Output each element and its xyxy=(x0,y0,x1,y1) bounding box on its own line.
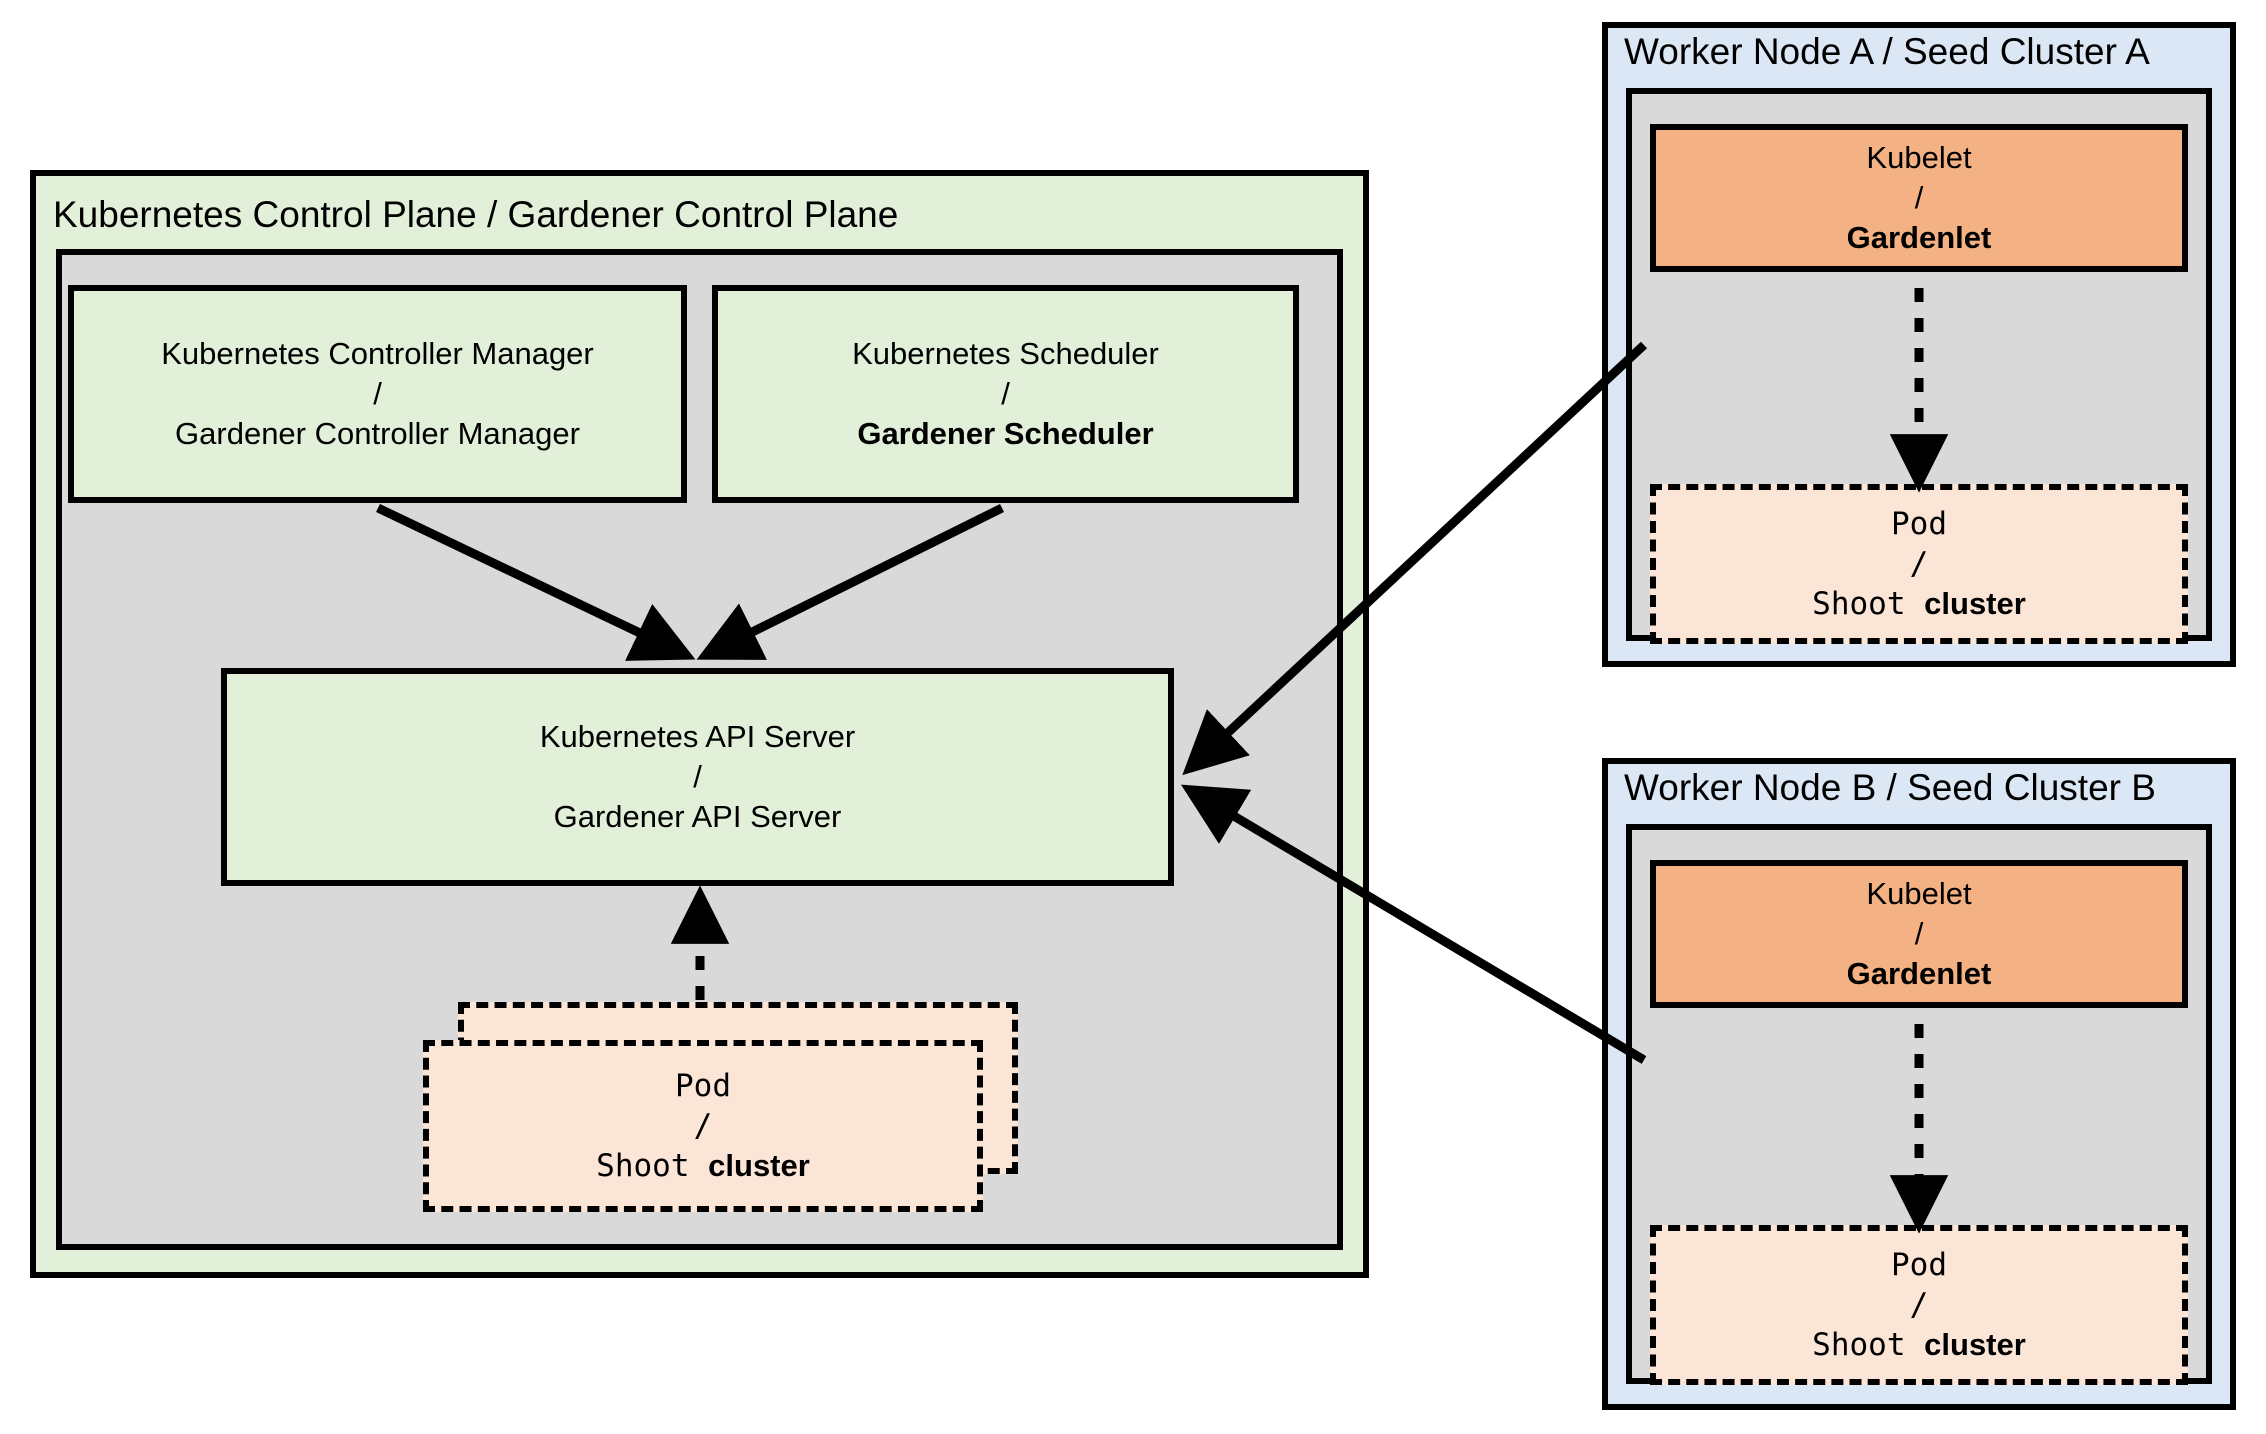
scheduler-separator: / xyxy=(1001,376,1010,412)
control-plane-pod-cluster: cluster xyxy=(708,1148,810,1184)
controller-manager-separator: / xyxy=(373,376,382,412)
worker-a-pod-cluster: cluster xyxy=(1924,586,2026,622)
worker-b-pod-separator: / xyxy=(1909,1286,1929,1323)
scheduler-line2: Gardener Scheduler xyxy=(857,415,1154,451)
control-plane-pod-box[interactable]: Pod / Shoot cluster xyxy=(423,1040,983,1212)
kubernetes-scheduler-box[interactable]: Kubernetes Scheduler / Gardener Schedule… xyxy=(712,285,1299,503)
worker-node-b-title: Worker Node B / Seed Cluster B xyxy=(1624,767,2156,808)
worker-b-pod-line2: Shoot cluster xyxy=(1812,1325,2026,1365)
control-plane-pod-line2: Shoot cluster xyxy=(596,1146,810,1186)
worker-b-kubelet-box[interactable]: Kubelet / Gardenlet xyxy=(1650,860,2188,1008)
worker-a-pod-shoot: Shoot xyxy=(1812,586,1925,623)
worker-a-pod-line1: Pod xyxy=(1891,505,1947,542)
worker-a-kubelet-line1: Kubelet xyxy=(1866,140,1972,176)
worker-b-pod-line1: Pod xyxy=(1891,1246,1947,1283)
api-server-separator: / xyxy=(693,759,702,795)
worker-a-kubelet-separator: / xyxy=(1914,180,1924,216)
worker-b-pod-shoot: Shoot xyxy=(1812,1327,1925,1364)
controller-manager-line1: Kubernetes Controller Manager xyxy=(161,336,594,372)
api-server-line1: Kubernetes API Server xyxy=(539,719,856,755)
worker-node-a-title: Worker Node A / Seed Cluster A xyxy=(1624,31,2150,72)
worker-b-kubelet-line1: Kubelet xyxy=(1866,876,1972,912)
worker-b-kubelet-separator: / xyxy=(1914,916,1924,952)
api-server-line2: Gardener API Server xyxy=(553,798,842,834)
worker-a-kubelet-line2: Gardenlet xyxy=(1846,219,1992,255)
worker-a-pod-line2: Shoot cluster xyxy=(1812,584,2026,624)
control-plane-pod-shoot: Shoot xyxy=(596,1148,709,1185)
worker-a-kubelet-box[interactable]: Kubelet / Gardenlet xyxy=(1650,124,2188,272)
control-plane-title: Kubernetes Control Plane / Gardener Cont… xyxy=(53,194,899,235)
kubernetes-api-server-box[interactable]: Kubernetes API Server / Gardener API Ser… xyxy=(221,668,1174,886)
worker-a-pod-separator: / xyxy=(1909,545,1929,582)
control-plane-pod-separator: / xyxy=(693,1107,713,1144)
worker-b-kubelet-line2: Gardenlet xyxy=(1846,955,1992,991)
control-plane-pod-line1: Pod xyxy=(675,1067,731,1104)
kubernetes-controller-manager-box[interactable]: Kubernetes Controller Manager / Gardener… xyxy=(68,285,687,503)
worker-b-pod-box[interactable]: Pod / Shoot cluster xyxy=(1650,1225,2188,1385)
worker-b-pod-cluster: cluster xyxy=(1924,1327,2026,1363)
controller-manager-line2: Gardener Controller Manager xyxy=(175,415,580,451)
scheduler-line1: Kubernetes Scheduler xyxy=(852,336,1159,372)
worker-a-pod-box[interactable]: Pod / Shoot cluster xyxy=(1650,484,2188,644)
